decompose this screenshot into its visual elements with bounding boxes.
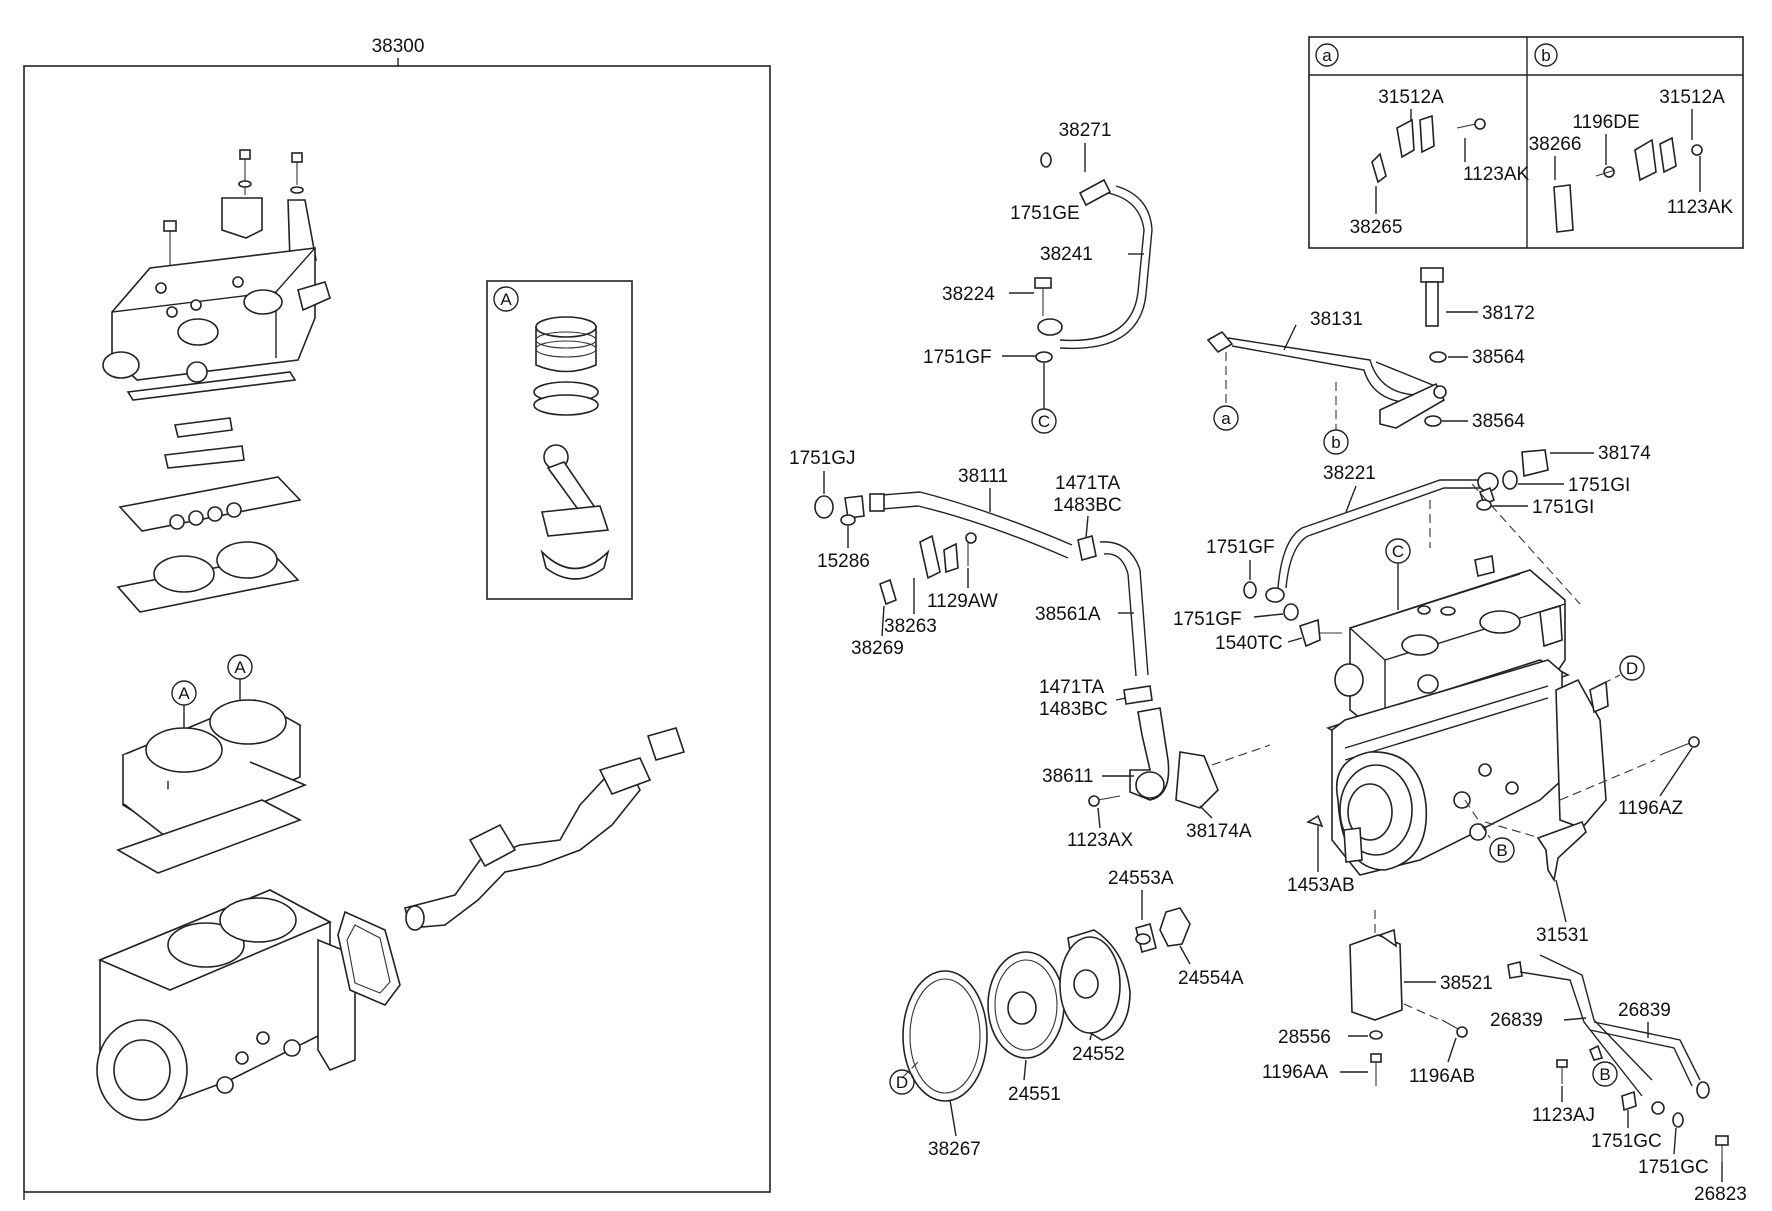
tag-b-pipe: b <box>1331 433 1340 452</box>
label-38174a: 38174A <box>1186 821 1252 842</box>
label-38263: 38263 <box>884 616 937 637</box>
label-26839-b: 26839 <box>1618 1000 1671 1021</box>
label-38564-b: 38564 <box>1472 411 1525 432</box>
legend-a-38265: 38265 <box>1350 217 1403 238</box>
legend-a-31512a: 31512A <box>1378 87 1444 108</box>
label-38221: 38221 <box>1323 463 1376 484</box>
label-1123aj: 1123AJ <box>1532 1105 1595 1126</box>
label-1483bc-top: 1483BC <box>1053 495 1122 516</box>
air-pipe-group: C <box>1031 152 1153 434</box>
label-1196az: 1196AZ <box>1618 798 1684 819</box>
tag-b-body: B <box>1496 841 1507 860</box>
label-1751gf-top: 1751GF <box>923 347 992 368</box>
cylinder-block-group: A A <box>116 654 308 874</box>
tag-c-head: C <box>1392 542 1404 561</box>
label-31531: 31531 <box>1536 925 1589 946</box>
legend-b-1123ak: 1123AK <box>1667 197 1734 218</box>
piston-kit-box: A <box>486 280 633 600</box>
label-1453ab: 1453AB <box>1287 875 1355 896</box>
label-1751ge: 1751GE <box>1010 203 1080 224</box>
assembly-label: 38300 <box>372 36 425 57</box>
crankshaft <box>404 727 686 931</box>
label-38561a: 38561A <box>1035 604 1101 625</box>
tag-c-pipe: C <box>1038 412 1050 431</box>
label-38269: 38269 <box>851 638 904 659</box>
pipe-38111-group <box>814 491 1271 809</box>
label-38172: 38172 <box>1482 303 1535 324</box>
label-1751gc-a: 1751GC <box>1591 1131 1662 1152</box>
legend-tag-a: a <box>1322 46 1332 65</box>
label-38174: 38174 <box>1598 443 1651 464</box>
crankcase-group <box>96 889 401 1121</box>
cover-plate-38521 <box>1349 910 1468 1086</box>
part-labels: 38271 1751GE 38241 38224 1751GF 38131 38… <box>789 120 1747 1205</box>
label-1471ta-low: 1471TA <box>1039 677 1104 698</box>
legend-b-1196de: 1196DE <box>1572 112 1639 133</box>
label-38271: 38271 <box>1059 120 1112 141</box>
legend-box: a b 31512A 1123AK 38265 31512A 1196DE 38… <box>1308 36 1744 249</box>
gear-set: D <box>889 907 1191 1102</box>
label-1751gc-b: 1751GC <box>1638 1157 1709 1178</box>
label-1751gf-low: 1751GF <box>1173 609 1242 630</box>
pipe-38131: a b <box>1206 267 1447 455</box>
assembly-frame: 38300 <box>23 36 771 1200</box>
cyl-tag-a2: A <box>234 658 246 677</box>
label-1751gj: 1751GJ <box>789 448 856 469</box>
label-1540tc: 1540TC <box>1215 633 1283 654</box>
compressor-body: D C B <box>1306 483 1700 883</box>
label-1751gi-a: 1751GI <box>1568 475 1630 496</box>
label-1129aw: 1129AW <box>927 591 998 612</box>
label-38564-a: 38564 <box>1472 347 1525 368</box>
legend-tag-b: b <box>1541 46 1550 65</box>
cylinder-head-group <box>102 149 331 613</box>
label-15286: 15286 <box>817 551 870 572</box>
label-1196aa: 1196AA <box>1262 1062 1329 1083</box>
label-38131: 38131 <box>1310 309 1363 330</box>
tag-b-pipe2: B <box>1599 1065 1610 1084</box>
label-1751gf-mid: 1751GF <box>1206 537 1275 558</box>
legend-b-38266: 38266 <box>1529 134 1582 155</box>
label-1483bc-low: 1483BC <box>1039 699 1108 720</box>
piston-kit-tag: A <box>500 290 512 309</box>
label-38611: 38611 <box>1042 766 1093 787</box>
legend-b-31512a: 31512A <box>1659 87 1725 108</box>
label-24551: 24551 <box>1008 1084 1061 1105</box>
label-24552: 24552 <box>1072 1044 1125 1065</box>
label-24554a: 24554A <box>1178 968 1244 989</box>
label-38241: 38241 <box>1040 244 1093 265</box>
tag-a-pipe: a <box>1221 409 1231 428</box>
label-38111: 38111 <box>958 466 1008 487</box>
label-38224: 38224 <box>942 284 995 305</box>
label-1751gi-b: 1751GI <box>1532 497 1594 518</box>
label-1471ta-top: 1471TA <box>1055 473 1120 494</box>
cyl-tag-a1: A <box>178 684 190 703</box>
legend-a-1123ak: 1123AK <box>1463 164 1530 185</box>
label-38521: 38521 <box>1440 973 1493 994</box>
label-26823: 26823 <box>1694 1184 1747 1205</box>
label-26839-a: 26839 <box>1490 1010 1543 1031</box>
label-24553a: 24553A <box>1108 868 1174 889</box>
tag-d-gear: D <box>896 1073 908 1092</box>
label-28556: 28556 <box>1278 1027 1331 1048</box>
label-1123ax: 1123AX <box>1067 830 1134 851</box>
tag-d-body: D <box>1626 659 1638 678</box>
pipe-26839-group: B <box>1507 954 1729 1162</box>
pipe-38221 <box>1243 449 1549 648</box>
label-1196ab: 1196AB <box>1409 1066 1475 1087</box>
label-38267: 38267 <box>928 1139 981 1160</box>
